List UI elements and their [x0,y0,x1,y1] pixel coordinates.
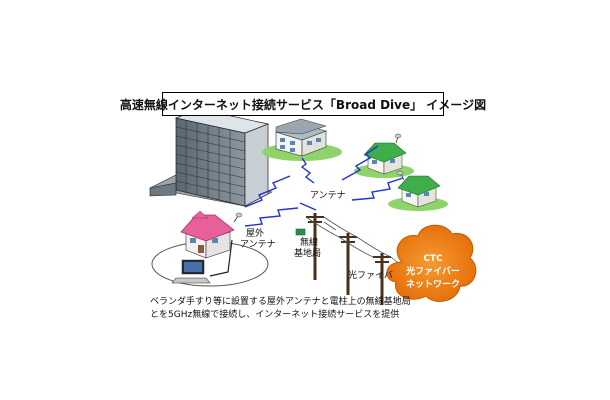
service-description: ベランダ手すり等に設置する屋外アンテナと電柱上の無線基地局 とを5GHz無線で接… [150,296,411,322]
laptop [171,259,211,284]
description-line2: とを5GHz無線で接続し、インターネット接続サービスを提供 [150,310,400,320]
base-station-label-line1: 無線 [300,238,319,248]
description-line1: ベランダ手すり等に設置する屋外アンテナと電柱上の無線基地局 [150,297,411,307]
house-green-roof-1 [354,133,414,178]
base-station-unit [295,228,306,236]
ctc-label-line3: ネットワーク [405,280,460,290]
diagram-title: 高速無線インターネット接続サービス「Broad Dive」 イメージ図 [120,92,486,116]
outdoor-antenna-label-line1: 屋外 [246,229,265,239]
optical-fiber-label: 光ファイバ [348,271,393,281]
house-green-roof-2 [388,170,448,211]
utility-poles [295,213,401,305]
outdoor-antenna-label-line2: アンテナ [240,240,276,250]
base-station-label-line2: 基地局 [294,249,322,259]
ctc-label-line1: CTC [423,254,443,264]
lan-cable [209,239,233,277]
ctc-label-line2: 光ファイバー [406,267,460,277]
apartment-building [262,118,342,161]
ctc-network-label: CTC 光ファイバー ネットワーク [398,253,468,292]
wireless-links [244,145,404,227]
house-pink-roof [180,210,243,259]
ctc-cloud [386,224,477,302]
antenna-label: アンテナ [310,191,346,201]
office-building [149,108,273,207]
